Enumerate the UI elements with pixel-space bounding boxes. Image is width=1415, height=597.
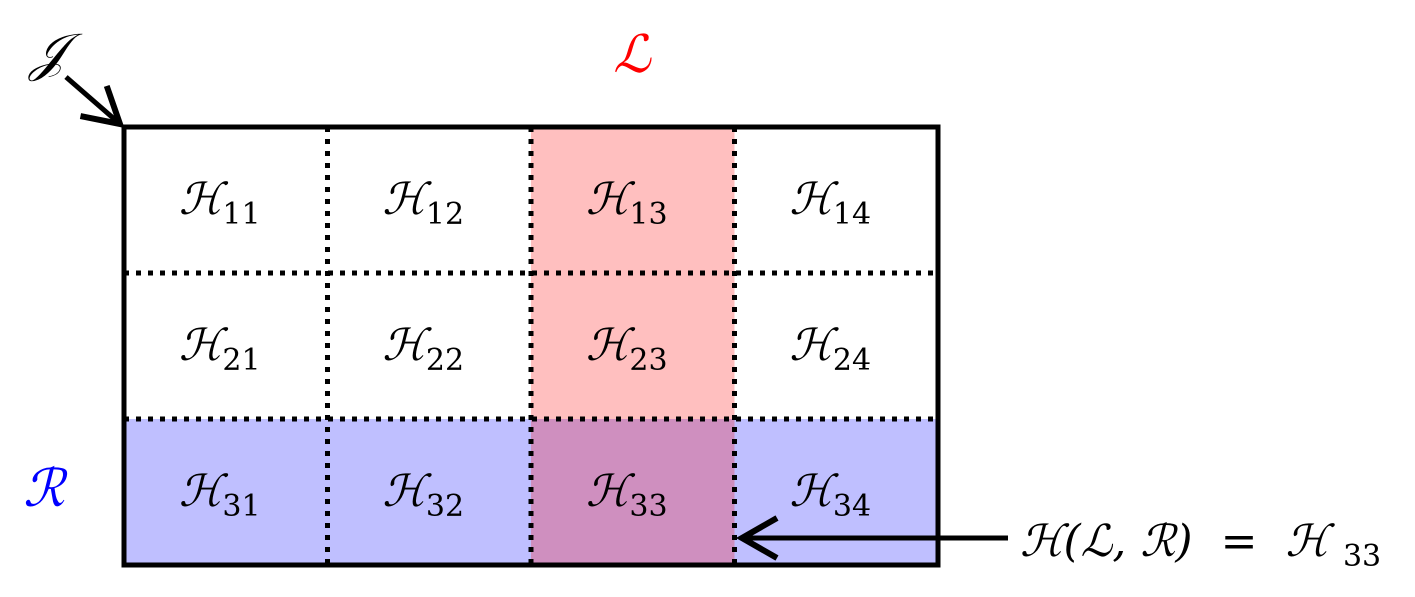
matrix-frame (121, 124, 941, 568)
cell-label-21: ℋ21 (179, 320, 261, 378)
result-eq: = (1221, 516, 1258, 567)
cell-label-12: ℋ12 (382, 174, 464, 232)
cell-label-22: ℋ22 (382, 320, 464, 378)
cell-label-24: ℋ24 (789, 320, 871, 378)
cell-label-34: ℋ34 (789, 466, 871, 524)
cell-label-13: ℋ13 (586, 174, 668, 232)
result-rhs-sub: 33 (1343, 539, 1381, 574)
j-arrow (64, 75, 125, 128)
j-label: 𝒥 (27, 23, 83, 83)
cell-label-33: ℋ33 (586, 466, 668, 524)
result-rhs-base: ℋ (1285, 516, 1335, 567)
result-equation: ℋ(ℒ, ℛ) = ℋ 33 (1020, 516, 1381, 574)
cell-label-23: ℋ23 (586, 320, 668, 378)
overlap-highlight (531, 419, 735, 565)
cell-label-14: ℋ14 (789, 174, 871, 232)
r-label: ℛ (23, 459, 68, 519)
result-lhs: ℋ(ℒ, ℛ) (1020, 516, 1193, 567)
cell-label-11: ℋ11 (179, 174, 261, 232)
cell-label-31: ℋ31 (179, 466, 261, 524)
grid-lines (124, 127, 938, 565)
l-label: ℒ (613, 25, 652, 85)
cell-label-32: ℋ32 (382, 466, 464, 524)
